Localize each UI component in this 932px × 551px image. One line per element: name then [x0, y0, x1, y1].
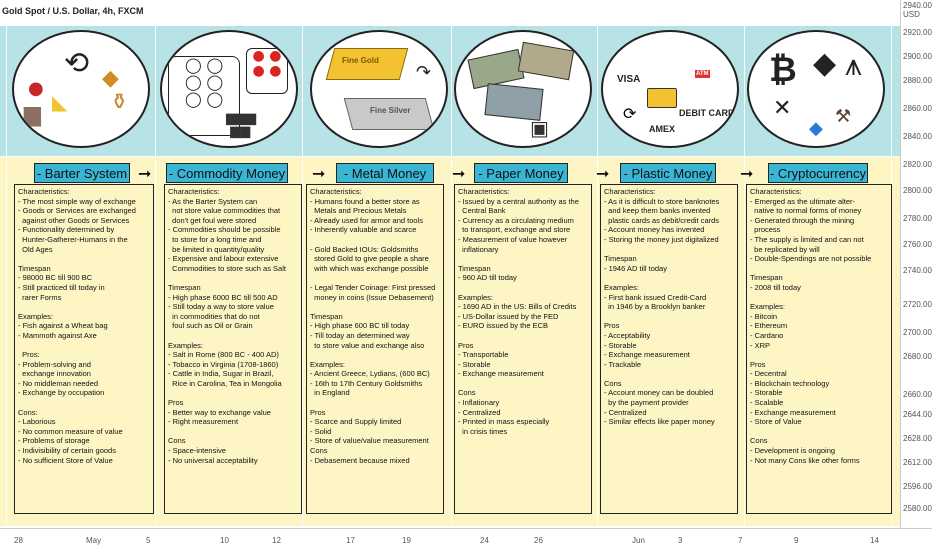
section-header: - Commodity Money: [166, 163, 288, 183]
price-tick: 2700.00: [903, 328, 932, 337]
section-card: Characteristics: - As it is difficult to…: [600, 184, 738, 514]
time-tick: Jun: [632, 536, 645, 545]
section-header: - Metal Money: [336, 163, 434, 183]
printer-icon: ▣: [530, 116, 549, 140]
time-tick: 28: [14, 536, 23, 545]
grid-line: [0, 156, 900, 157]
xrp-icon: ✕: [773, 96, 792, 121]
price-tick: 2628.00: [903, 434, 932, 443]
banknote-icon: [517, 41, 575, 81]
amex-label: AMEX: [649, 124, 676, 134]
cardano-icon: ⩚: [845, 48, 862, 83]
price-tick: 2880.00: [903, 76, 932, 85]
arrow-right-icon: ➞: [138, 164, 152, 183]
arrow-cycle-icon: ⟲: [64, 46, 90, 81]
price-tick: 2644.00: [903, 410, 932, 419]
time-axis[interactable]: [0, 528, 932, 551]
chart-title: Gold Spot / U.S. Dollar, 4h, FXCM: [2, 6, 144, 16]
section-card: Characteristics: - Issued by a central a…: [454, 184, 592, 514]
time-tick: 12: [272, 536, 281, 545]
ethereum-icon: ◆: [813, 46, 837, 81]
section-card: Characteristics: - The most simple way o…: [14, 184, 154, 514]
price-tick: 2780.00: [903, 214, 932, 223]
arrow-right-icon: ➞: [596, 164, 610, 183]
plastic-illustration: VISA ATM DEBIT CARD AMEX ⟳: [601, 30, 739, 148]
time-tick: 14: [870, 536, 879, 545]
grid-line: [302, 0, 303, 528]
time-tick: 9: [794, 536, 799, 545]
barter-illustration: ⟲ ● ▆ ◣ ◆ ⚱: [12, 30, 150, 148]
price-tick: 2900.00: [903, 52, 932, 61]
price-tick: 2840.00: [903, 132, 932, 141]
paper-illustration: ▣: [454, 30, 592, 148]
price-tick: 2800.00: [903, 186, 932, 195]
time-tick: 17: [346, 536, 355, 545]
time-tick: 7: [738, 536, 743, 545]
sync-icon: ⟳: [623, 104, 637, 123]
apple-icon: ●: [28, 78, 44, 99]
price-tick: 2660.00: [903, 390, 932, 399]
commodity-illustration: ◯ ◯ ◯ ◯ ◯ ◯ ● ● ● ● ▆▆▆ ▆▆: [160, 30, 298, 148]
time-tick: 5: [146, 536, 151, 545]
section-header: - Cryptocurrency: [768, 163, 868, 183]
metal-illustration: Fine Gold Fine Silver ↷: [310, 30, 448, 148]
arrow-right-icon: ➞: [452, 164, 466, 183]
gold-bar-label: Fine Gold: [342, 56, 379, 65]
time-tick: 24: [480, 536, 489, 545]
diamond-icon: ◆: [809, 118, 823, 139]
price-tick: 2680.00: [903, 352, 932, 361]
price-tick: 2580.00: [903, 504, 932, 513]
bitcoin-icon: ₿: [769, 50, 797, 90]
price-top-label: 2940.00: [903, 1, 932, 10]
credit-card-icon: [647, 88, 677, 108]
vase-icon: ⚱: [110, 90, 129, 115]
price-tick: 2720.00: [903, 300, 932, 309]
price-tick: 2760.00: [903, 240, 932, 249]
debit-card-label: DEBIT CARD: [679, 108, 735, 118]
red-eggs-icon: ● ● ● ●: [246, 48, 288, 94]
section-card: Characteristics: - Emerged as the ultima…: [746, 184, 892, 514]
price-unit: USD: [903, 10, 920, 19]
cheese-icon: ◣: [52, 90, 68, 114]
arrow-icon: ↷: [416, 62, 432, 83]
grid-line: [744, 0, 745, 528]
price-axis[interactable]: [900, 0, 932, 528]
section-card: Characteristics: - Humans found a better…: [306, 184, 444, 514]
section-header: - Barter System: [34, 163, 130, 183]
grid-line: [451, 0, 452, 528]
grid-line: [155, 0, 156, 528]
arrow-right-icon: ➞: [740, 164, 754, 183]
time-tick: 3: [678, 536, 683, 545]
price-tick: 2920.00: [903, 28, 932, 37]
visa-label: VISA: [617, 74, 641, 85]
time-tick: 19: [402, 536, 411, 545]
goat-icon: ◆: [102, 66, 119, 91]
chart-canvas[interactable]: Gold Spot / U.S. Dollar, 4h, FXCM ⟲ ● ▆ …: [0, 0, 900, 528]
cow-icon: ▆: [24, 102, 41, 127]
price-tick: 2820.00: [903, 160, 932, 169]
price-tick: 2860.00: [903, 104, 932, 113]
cows-icon: ▆▆▆ ▆▆: [226, 111, 256, 139]
price-tick: 2596.00: [903, 482, 932, 491]
section-header: - Plastic Money: [620, 163, 716, 183]
time-tick: May: [86, 536, 102, 545]
price-tick: 2740.00: [903, 266, 932, 275]
price-tick: 2612.00: [903, 458, 932, 467]
silver-bar-label: Fine Silver: [370, 106, 411, 115]
time-tick: 26: [534, 536, 543, 545]
grid-line: [597, 0, 598, 528]
time-tick: 10: [220, 536, 229, 545]
crypto-illustration: ₿ ◆ ⩚ ✕ ◆ ⚒: [747, 30, 885, 148]
grid-line: [6, 0, 7, 528]
eggs-icon: ◯ ◯ ◯ ◯ ◯ ◯: [168, 56, 240, 136]
pickaxe-icon: ⚒: [835, 106, 852, 127]
section-header: - Paper Money: [474, 163, 568, 183]
section-card: Characteristics: - As the Barter System …: [164, 184, 302, 514]
arrow-right-icon: ➞: [312, 164, 326, 183]
atm-label: ATM: [695, 70, 710, 78]
